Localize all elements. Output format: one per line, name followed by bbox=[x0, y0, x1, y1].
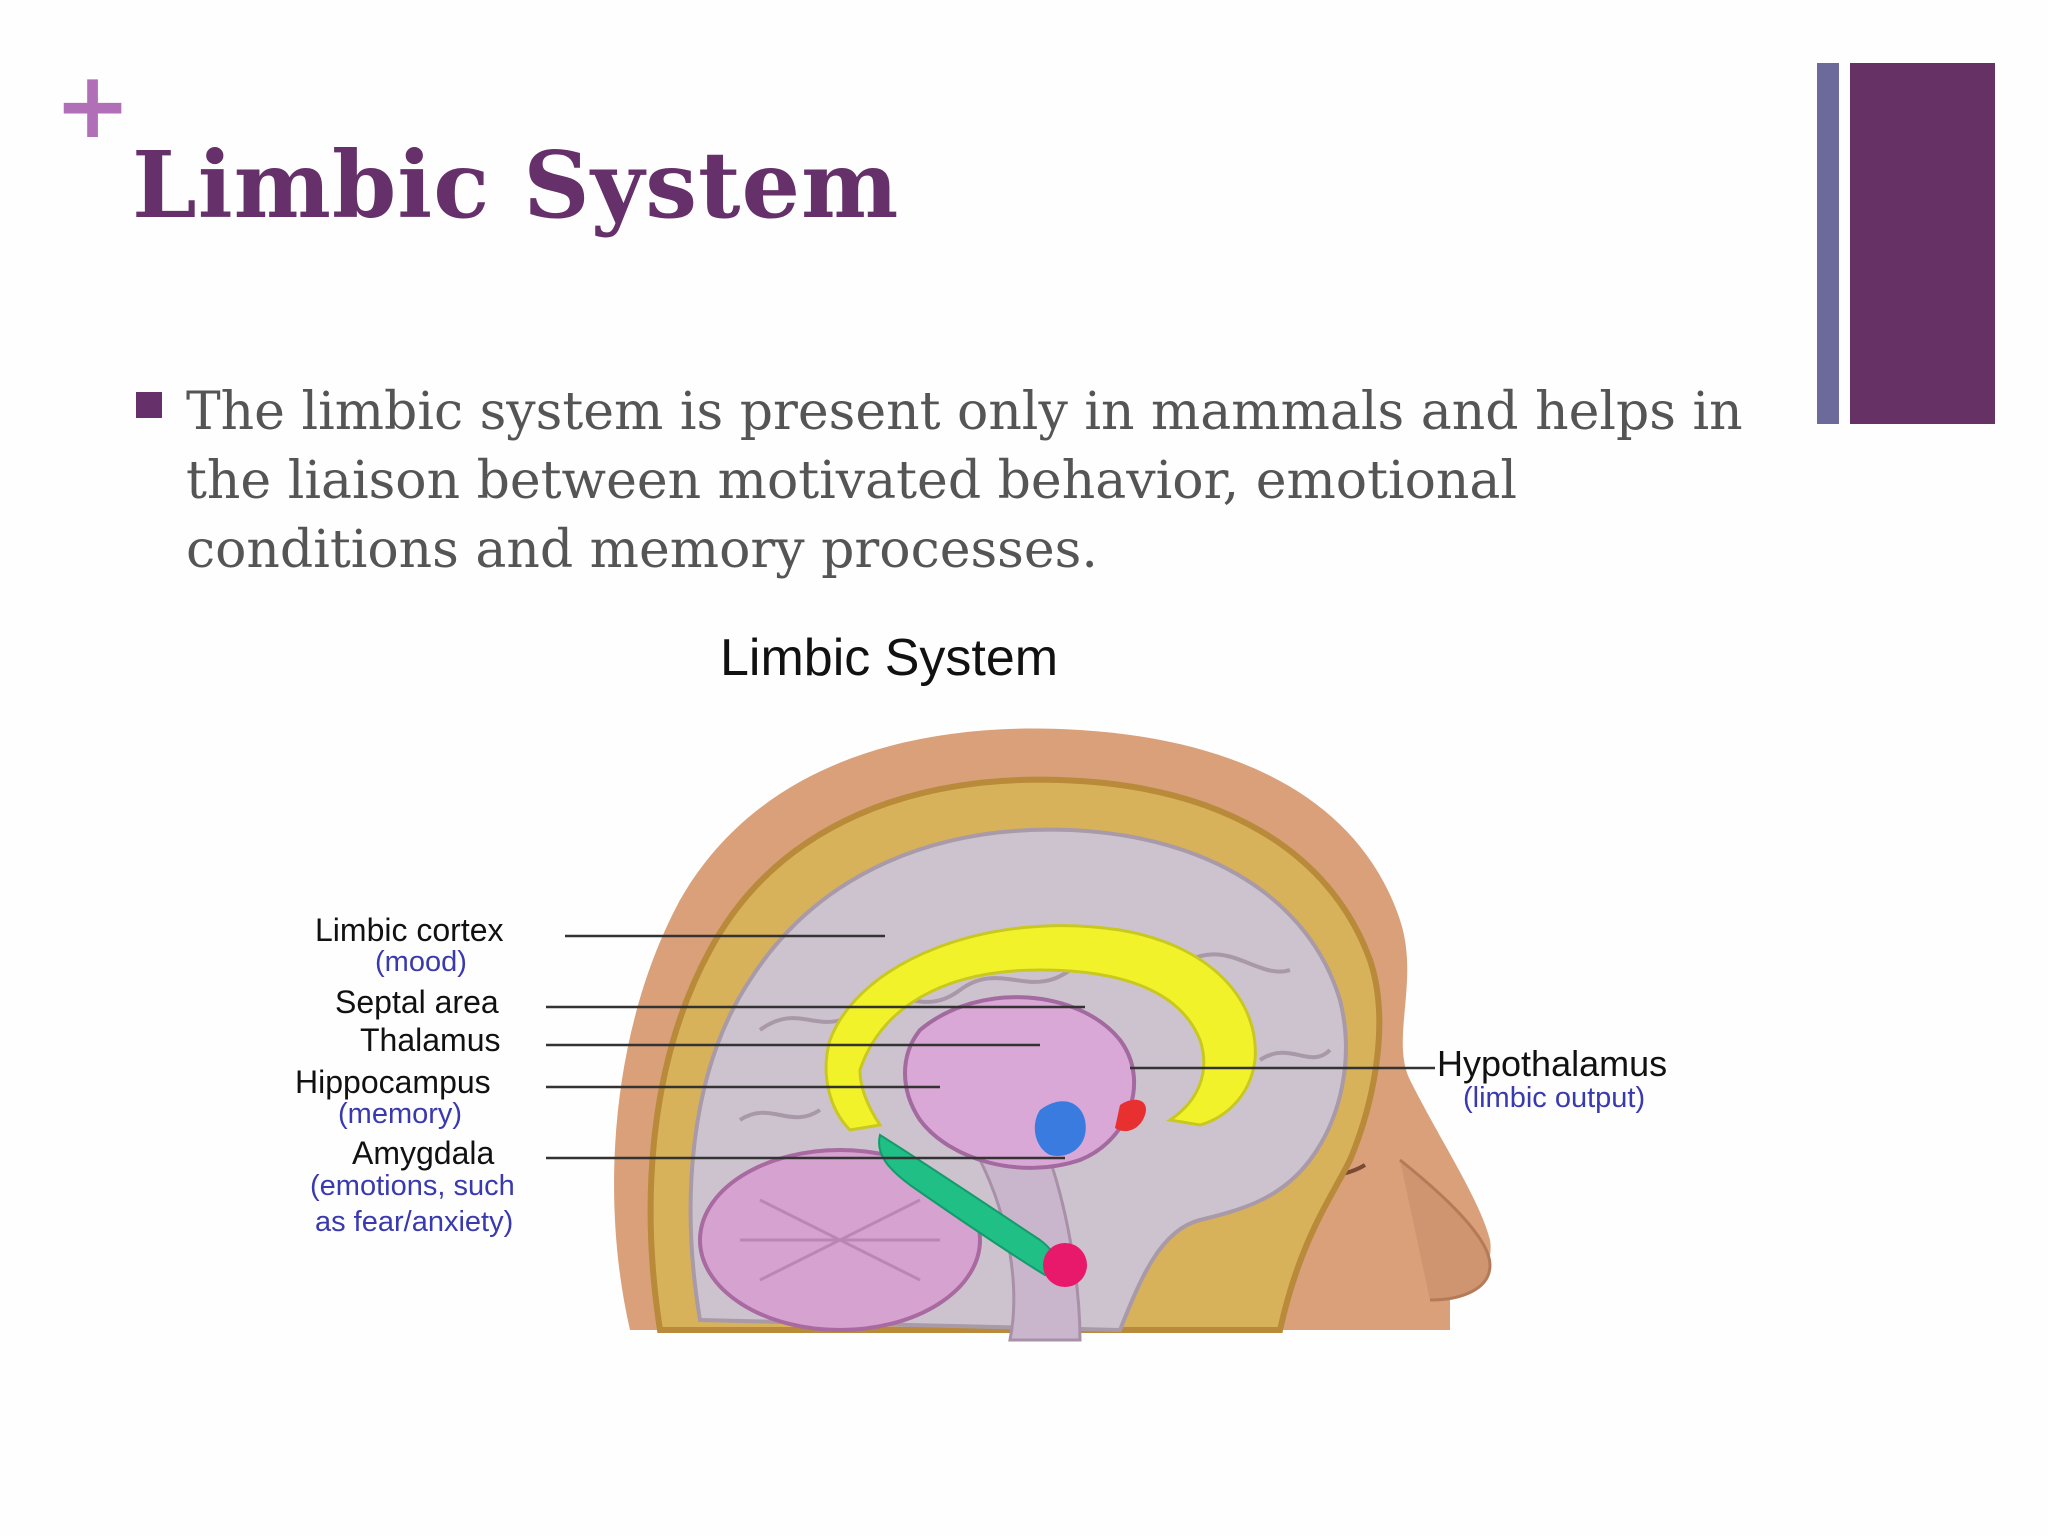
bullet-square-icon bbox=[136, 392, 162, 418]
bullet-item: The limbic system is present only in mam… bbox=[136, 378, 1776, 585]
thalamus-shape bbox=[1034, 1101, 1086, 1156]
hippocampus-shape bbox=[878, 1133, 1057, 1277]
accent-bar-thick bbox=[1850, 63, 1995, 424]
label-hypothalamus-sub: (limbic output) bbox=[1463, 1082, 1646, 1114]
label-hypothalamus: Hypothalamus bbox=[1437, 1043, 1668, 1084]
label-hippocampus: Hippocampus bbox=[295, 1064, 491, 1100]
slide-title: Limbic System bbox=[132, 131, 900, 239]
limbic-cortex-shape bbox=[824, 924, 1257, 1132]
bullet-text: The limbic system is present only in mam… bbox=[186, 382, 1743, 580]
label-hippocampus-sub: (memory) bbox=[338, 1098, 463, 1130]
accent-bar-thin bbox=[1817, 63, 1839, 424]
label-amygdala-sub-2: as fear/anxiety) bbox=[315, 1206, 514, 1238]
amygdala-shape bbox=[1043, 1243, 1087, 1287]
figure-title: Limbic System bbox=[720, 629, 1059, 687]
label-amygdala-sub-1: (emotions, such bbox=[310, 1170, 515, 1202]
label-limbic-cortex: Limbic cortex bbox=[315, 912, 504, 948]
limbic-system-figure: Limbic System Limbic cortex (mood) Septa… bbox=[160, 600, 1720, 1360]
face-nose bbox=[1399, 1158, 1492, 1302]
hypothalamus-shape bbox=[1115, 1099, 1146, 1132]
label-limbic-cortex-sub: (mood) bbox=[375, 946, 467, 978]
label-septal-area: Septal area bbox=[335, 984, 499, 1020]
label-amygdala: Amygdala bbox=[352, 1135, 495, 1171]
label-thalamus: Thalamus bbox=[360, 1022, 501, 1058]
brain-illustration bbox=[546, 728, 1492, 1342]
plus-icon: + bbox=[54, 52, 132, 159]
